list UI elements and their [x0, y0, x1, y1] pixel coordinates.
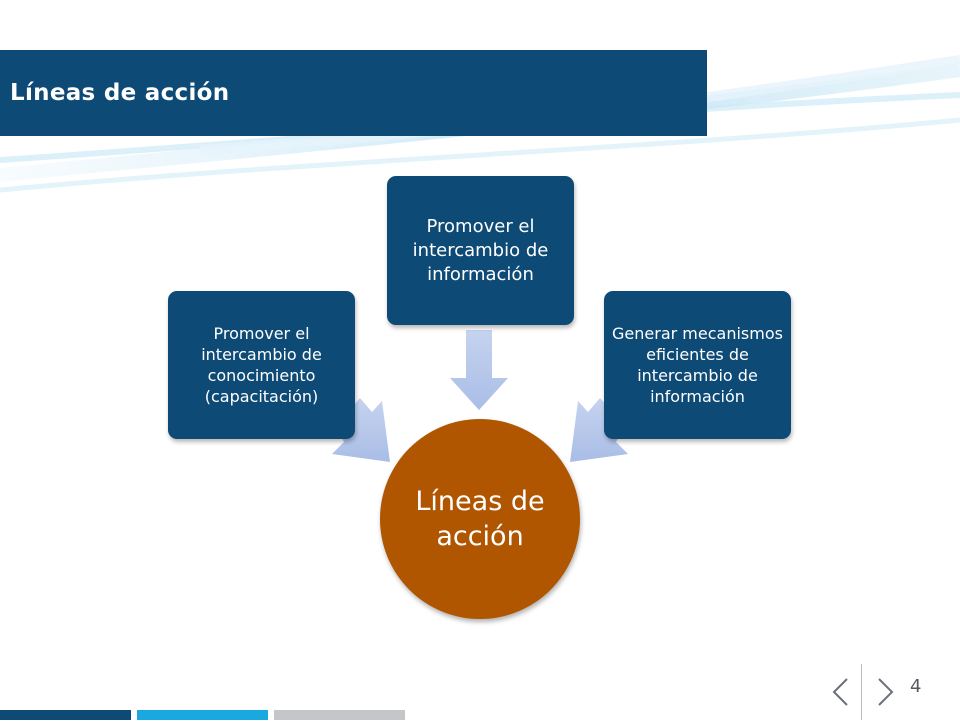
box-information-exchange: Promover el intercambio de información [387, 176, 574, 325]
slide-title: Líneas de acción [10, 80, 230, 106]
title-bar [0, 50, 707, 136]
nav-divider [861, 664, 862, 720]
box-knowledge-exchange: Promover el intercambio de conocimiento … [168, 291, 355, 439]
center-circle-label: Líneas de acción [415, 486, 545, 552]
footer-stripe-gray [274, 710, 405, 720]
arrow-top-to-center [450, 330, 508, 410]
box-efficient-mechanisms: Generar mecanismos eficientes de interca… [604, 291, 791, 439]
box-knowledge-exchange-label: Promover el intercambio de conocimiento … [201, 324, 322, 406]
page-number: 4 [910, 676, 922, 697]
chevron-left-icon [832, 678, 848, 706]
arrow-left-to-center [332, 398, 390, 462]
box-information-exchange-label: Promover el intercambio de información [412, 215, 549, 285]
slide-navigation [820, 663, 910, 720]
chevron-right-icon [878, 678, 894, 706]
box-efficient-mechanisms-label: Generar mecanismos eficientes de interca… [612, 324, 783, 406]
center-circle: Líneas de acción [380, 419, 580, 619]
arrow-right-to-center [570, 398, 628, 462]
previous-slide-button[interactable] [820, 663, 860, 720]
footer-stripe-cyan [137, 710, 268, 720]
footer-stripe-blue [0, 710, 131, 720]
next-slide-button[interactable] [866, 663, 906, 720]
